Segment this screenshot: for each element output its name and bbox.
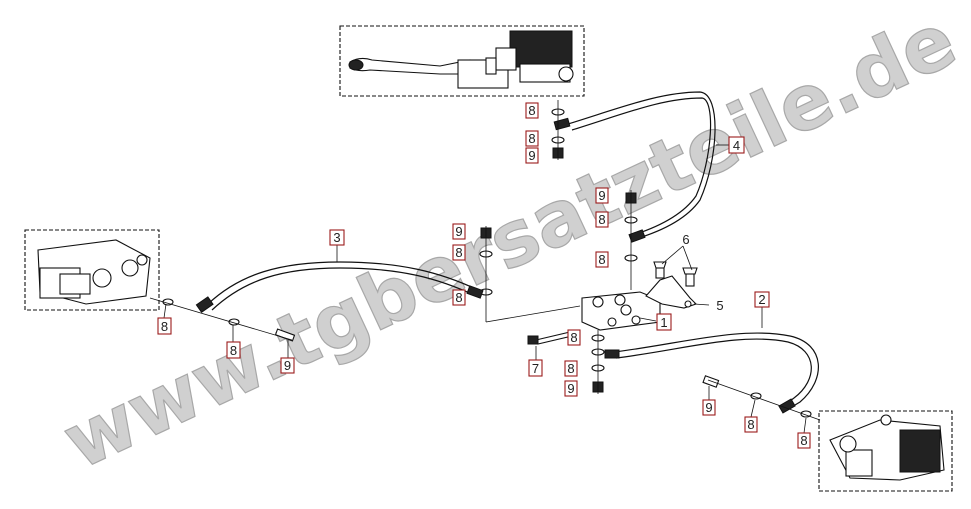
svg-text:9: 9 — [528, 148, 535, 163]
left-center-fasteners — [479, 226, 581, 323]
right-caliper-group-box — [818, 410, 953, 492]
callout-8: 8 — [525, 102, 539, 119]
left-brake-caliper — [37, 239, 151, 305]
svg-text:8: 8 — [598, 252, 605, 267]
svg-text:8: 8 — [161, 319, 168, 334]
svg-text:7: 7 — [532, 361, 539, 376]
callout-9: 9 — [564, 380, 578, 397]
callout-8: 8 — [564, 360, 578, 377]
callout-9: 9 — [525, 147, 539, 164]
svg-text:8: 8 — [747, 417, 754, 432]
bottom-fasteners — [591, 330, 605, 394]
master-cylinder — [348, 30, 574, 89]
svg-text:8: 8 — [598, 212, 605, 227]
callout-1: 1 — [656, 313, 672, 331]
pins-6 — [653, 261, 698, 287]
svg-text:8: 8 — [455, 245, 462, 260]
watermark: www.tgbersatzteile.de — [50, 0, 969, 486]
right-bolt-fasteners — [702, 375, 821, 421]
svg-text:4: 4 — [733, 138, 740, 153]
left-caliper-group-box — [24, 229, 160, 311]
brake-hose-3 — [195, 261, 484, 313]
right-brake-caliper — [829, 414, 945, 481]
callout-8: 8 — [797, 432, 811, 449]
svg-text:3: 3 — [333, 230, 340, 245]
callout-2: 2 — [754, 291, 770, 308]
master-cylinder-group-box — [339, 25, 585, 97]
callout-5: 5 — [716, 298, 723, 313]
callout-8: 8 — [452, 289, 466, 306]
brake-hose-2 — [604, 332, 819, 414]
callout-8: 8 — [744, 416, 758, 433]
callout-7: 7 — [528, 359, 543, 377]
callout-6: 6 — [682, 232, 689, 247]
bracket-5 — [645, 275, 698, 309]
callout-9: 9 — [595, 187, 609, 204]
svg-text:9: 9 — [284, 358, 291, 373]
svg-text:8: 8 — [567, 361, 574, 376]
svg-text:8: 8 — [570, 330, 577, 345]
top-fasteners — [551, 100, 565, 160]
mid-fasteners — [624, 190, 638, 290]
svg-text:1: 1 — [660, 315, 667, 330]
left-bolt-fasteners — [149, 297, 296, 342]
callout-9: 9 — [280, 357, 295, 374]
svg-text:8: 8 — [800, 433, 807, 448]
callout-4: 4 — [728, 136, 745, 154]
callout-8: 8 — [226, 341, 241, 359]
svg-text:9: 9 — [567, 381, 574, 396]
callout-leaders — [163, 144, 807, 434]
brake-distributor — [581, 291, 661, 331]
svg-text:9: 9 — [598, 188, 605, 203]
svg-text:8: 8 — [455, 290, 462, 305]
callout-8: 8 — [567, 329, 581, 346]
svg-text:8: 8 — [230, 343, 237, 358]
callout-3: 3 — [329, 229, 345, 246]
callout-8: 8 — [525, 130, 539, 147]
callout-9: 9 — [702, 399, 716, 416]
svg-text:8: 8 — [528, 103, 535, 118]
bolt-7 — [527, 331, 573, 345]
svg-text:5: 5 — [716, 298, 723, 313]
svg-text:8: 8 — [528, 131, 535, 146]
callout-8: 8 — [452, 244, 466, 261]
callout-8: 8 — [595, 251, 609, 268]
svg-text:9: 9 — [455, 224, 462, 239]
svg-text:9: 9 — [705, 400, 712, 415]
svg-text:2: 2 — [758, 292, 765, 307]
callout-8: 8 — [157, 317, 172, 335]
callout-8: 8 — [595, 211, 609, 228]
callout-9: 9 — [452, 223, 466, 240]
svg-text:6: 6 — [682, 232, 689, 247]
